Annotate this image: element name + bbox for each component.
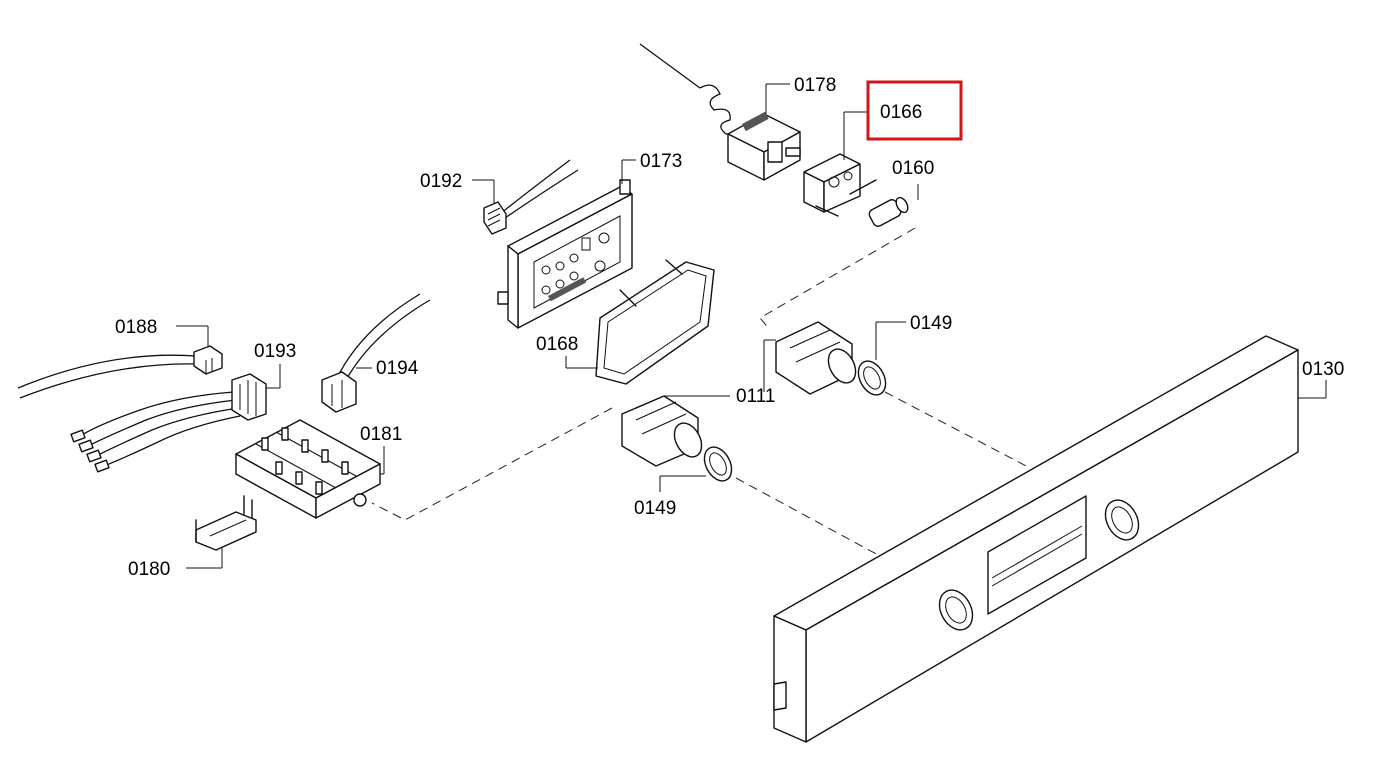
part-labels: 0178 0166 0160 0192 0173 0168 0188 0193 … [115,75,1344,580]
part-0111-rotary-switch-lower[interactable] [621,395,730,467]
part-0180-clip[interactable] [186,495,257,569]
label-0193[interactable]: 0193 [254,341,296,362]
part-0193-harness-connector[interactable] [70,364,281,473]
part-0192-connector[interactable] [472,159,579,235]
part-0111-rotary-switch-upper[interactable] [763,321,861,395]
part-0181-switch-block[interactable] [235,419,385,519]
label-0111[interactable]: 0111 [736,386,775,407]
label-0180[interactable]: 0180 [128,559,170,580]
part-0160-lamp[interactable] [868,184,919,228]
part-0168-frame[interactable] [565,259,715,385]
part-0149-ring-lower[interactable] [659,442,737,492]
label-0149-upper[interactable]: 0149 [910,313,952,334]
label-0166[interactable]: 0166 [880,102,922,123]
part-0173-display-module[interactable] [497,159,636,329]
label-0192[interactable]: 0192 [420,171,462,192]
label-0168[interactable]: 0168 [536,334,578,355]
label-0173[interactable]: 0173 [640,151,682,172]
label-0181[interactable]: 0181 [360,424,402,445]
part-0188-connector[interactable] [17,325,223,399]
part-0149-ring-upper[interactable] [853,321,906,400]
label-0160[interactable]: 0160 [892,158,934,179]
label-0130[interactable]: 0130 [1302,359,1344,380]
assembly-guide-lines [371,227,1031,557]
part-0178-thermostat[interactable] [639,43,801,181]
part-0130-control-panel[interactable] [773,335,1327,743]
label-0188[interactable]: 0188 [115,317,157,338]
part-0194-connector[interactable] [321,293,431,413]
highlight-box [866,80,963,141]
label-0194[interactable]: 0194 [376,358,419,379]
label-0149-lower[interactable]: 0149 [634,498,676,519]
label-0178[interactable]: 0178 [794,75,836,96]
part-0166-bracket[interactable] [803,111,877,217]
